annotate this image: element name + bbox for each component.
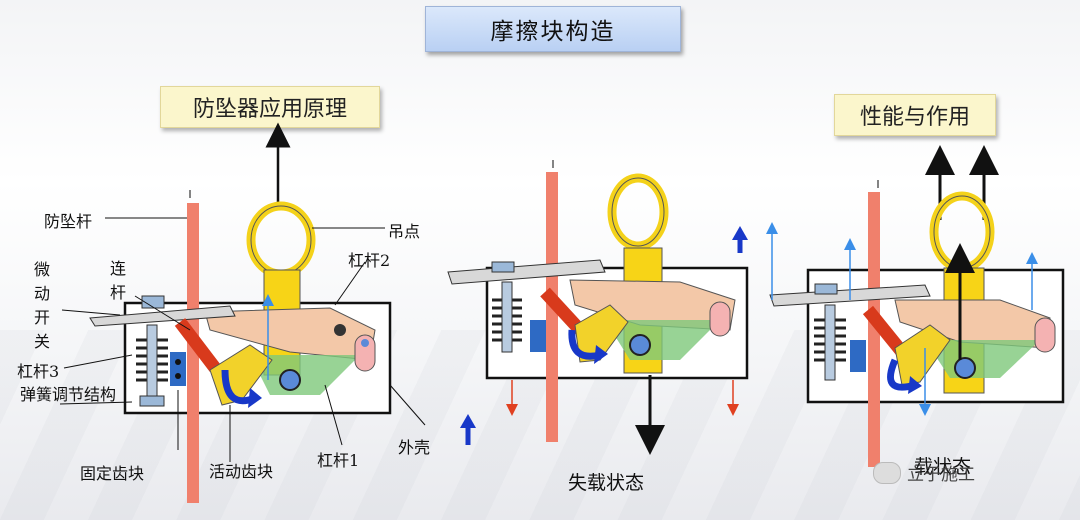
label-lever1: 杠杆1 bbox=[317, 451, 360, 470]
label-anti-fall-rod: 防坠杆 bbox=[44, 212, 93, 231]
caption-load: 载状态 bbox=[914, 456, 972, 478]
diagram-principle bbox=[59, 122, 476, 503]
watermark: 立于施工 bbox=[873, 460, 975, 485]
page-title: 摩擦块构造 bbox=[425, 6, 681, 52]
label-link-rod: 连杆 bbox=[110, 259, 127, 302]
label-movable-block: 活动齿块 bbox=[209, 462, 274, 481]
label-lifting-point: 吊点 bbox=[388, 222, 421, 241]
label-fixed-block: 固定齿块 bbox=[80, 464, 145, 483]
label-lever3: 杠杆3 bbox=[17, 362, 60, 381]
principle-box: 防坠器应用原理 bbox=[160, 86, 380, 128]
label-spring-adjust: 弹簧调节结构 bbox=[20, 385, 117, 404]
diagram-lose-load bbox=[447, 160, 749, 455]
anti-fall-rod-shape bbox=[187, 203, 199, 503]
wechat-icon bbox=[873, 461, 901, 484]
watermark-text: 立于施工 bbox=[907, 465, 975, 485]
label-lever2: 杠杆2 bbox=[348, 251, 391, 270]
caption-lose-load: 失载状态 bbox=[568, 472, 645, 494]
label-micro-switch: 微动开关 bbox=[34, 260, 51, 351]
label-housing: 外壳 bbox=[398, 438, 431, 457]
diagram-load bbox=[766, 145, 1065, 470]
performance-box: 性能与作用 bbox=[834, 94, 996, 136]
